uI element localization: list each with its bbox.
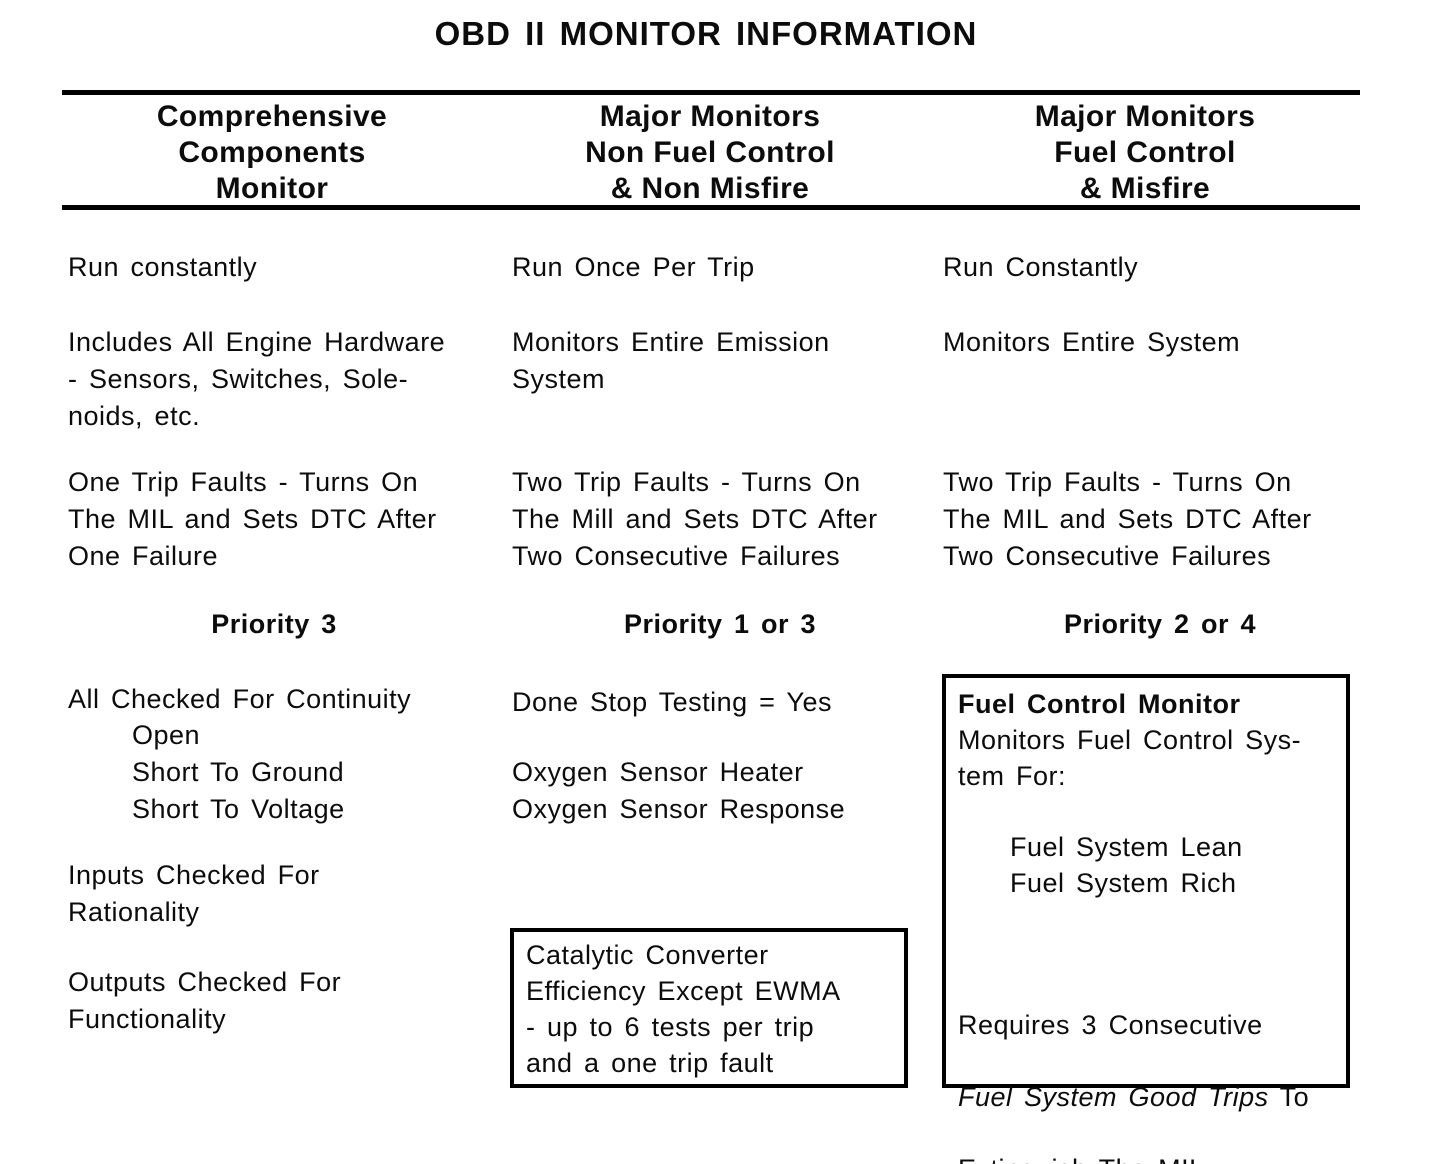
catalytic-converter-text: Catalytic Converter Efficiency Except EW… [526, 940, 841, 1078]
fuel-requires-line3: Extinguish The MIL [958, 1151, 1338, 1164]
fuel-requires-line1: Requires 3 Consecutive [958, 1010, 1263, 1040]
col3-priority-label: Priority 2 or 4 [1063, 609, 1257, 639]
col3-faults-text: Two Trip Faults - Turns On The MIL and S… [943, 467, 1312, 571]
col1-includes-text: Includes All Engine Hardware - Sensors, … [68, 327, 446, 431]
col2-priority-label: Priority 1 or 3 [623, 609, 817, 639]
col1-outputs-text: Outputs Checked For Functionality [68, 967, 342, 1034]
col3-monitors-text: Monitors Entire System [943, 327, 1241, 357]
col2-monitors-text: Monitors Entire Emission System [512, 327, 830, 394]
fuel-control-monitor-box: Fuel Control Monitor Monitors Fuel Contr… [942, 674, 1350, 1164]
column-header-major-non-fuel: Major Monitors Non Fuel Control & Non Mi… [585, 100, 835, 205]
fuel-box-title: Fuel Control Monitor [958, 689, 1241, 719]
col1-run-text: Run constantly [68, 252, 258, 282]
column-header-major-fuel: Major Monitors Fuel Control & Misfire [1034, 100, 1256, 205]
col2-run-text: Run Once Per Trip [512, 252, 755, 282]
fuel-box-subtitle: Monitors Fuel Control Sys- tem For: [958, 725, 1302, 791]
fuel-requires-italic: Fuel System Good Trips [958, 1082, 1269, 1112]
col1-inputs-text: Inputs Checked For Rationality [68, 860, 320, 927]
catalytic-converter-box: Catalytic Converter Efficiency Except EW… [510, 928, 908, 1088]
fuel-box-requires: Requires 3 Consecutive Fuel System Good … [958, 971, 1338, 1164]
header-bottom-rule [62, 205, 1360, 210]
col1-continuity-title: All Checked For Continuity [68, 684, 412, 714]
col1-priority-label: Priority 3 [211, 609, 337, 639]
col2-done-text: Done Stop Testing = Yes [512, 687, 832, 717]
col1-faults-text: One Trip Faults - Turns On The MIL and S… [68, 467, 437, 571]
header-top-rule [62, 90, 1360, 95]
fuel-requires-to: To [1268, 1082, 1310, 1112]
column-header-comprehensive: Comprehensive Components Monitor [156, 100, 388, 205]
fuel-box-items: Fuel System Lean Fuel System Rich [1010, 832, 1243, 898]
col1-continuity-items: Open Short To Ground Short To Voltage [132, 720, 345, 824]
col2-oxygen-text: Oxygen Sensor Heater Oxygen Sensor Respo… [512, 757, 846, 824]
col3-run-text: Run Constantly [943, 252, 1139, 282]
col2-faults-text: Two Trip Faults - Turns On The Mill and … [512, 467, 878, 571]
page-title: OBD II MONITOR INFORMATION [434, 15, 978, 52]
fuel-requires-line2: Fuel System Good Trips To [958, 1079, 1338, 1115]
